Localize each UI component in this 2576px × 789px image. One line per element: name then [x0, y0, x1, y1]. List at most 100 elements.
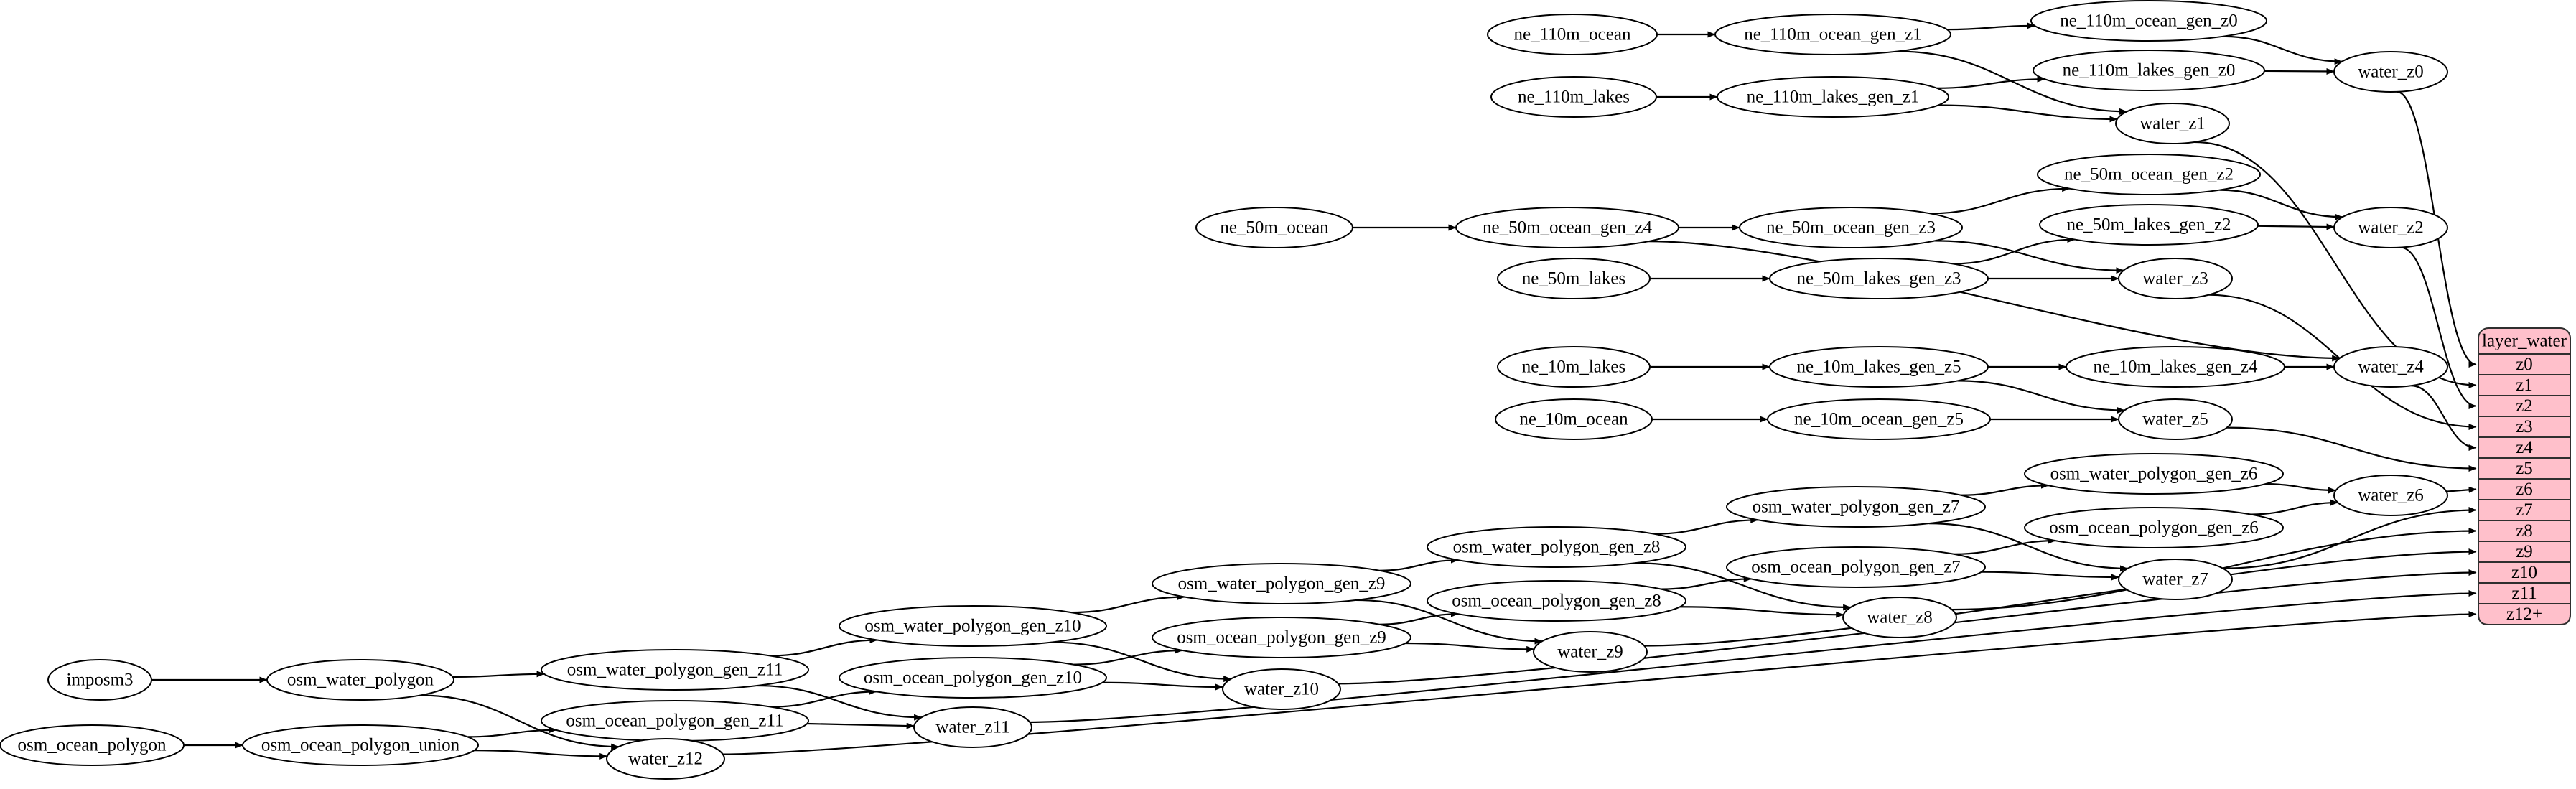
table-row[interactable]: [2478, 561, 2571, 584]
node-ne_10m_ocean_gen_z5[interactable]: ne_10m_ocean_gen_z5: [1767, 398, 1991, 440]
node-ne_50m_ocean_gen_z4[interactable]: ne_50m_ocean_gen_z4: [1455, 207, 1679, 248]
table-row-label: z12+: [2506, 604, 2542, 624]
node-osm_water_polygon_gen_z7[interactable]: osm_water_polygon_gen_z7: [1726, 486, 1986, 528]
node-ne_110m_lakes_gen_z0[interactable]: ne_110m_lakes_gen_z0: [2033, 50, 2265, 91]
node-osm_ocean_polygon_gen_z10[interactable]: osm_ocean_polygon_gen_z10: [839, 657, 1107, 699]
edge-ne_110m_ocean_gen_z0-to-water_z0: [2223, 35, 2343, 65]
table-header-label: layer_water: [2482, 332, 2567, 351]
table-row[interactable]: [2478, 478, 2571, 500]
node-imposm3[interactable]: imposm3: [47, 659, 152, 701]
table-row[interactable]: [2478, 374, 2571, 396]
node-label: water_z6: [2358, 486, 2424, 505]
node-ne_10m_ocean[interactable]: ne_10m_ocean: [1495, 398, 1653, 440]
node-ellipse: [1533, 631, 1648, 673]
table-row-label: z9: [2516, 542, 2533, 561]
node-water_z8[interactable]: water_z8: [1842, 597, 1957, 638]
node-ellipse: [1726, 486, 1986, 528]
node-ellipse: [1487, 14, 1658, 55]
node-water_z7[interactable]: water_z7: [2118, 559, 2233, 600]
node-ne_110m_lakes_gen_z1[interactable]: ne_110m_lakes_gen_z1: [1717, 76, 1949, 118]
node-label: osm_ocean_polygon_gen_z6: [2049, 518, 2259, 538]
node-osm_water_polygon_gen_z6[interactable]: osm_water_polygon_gen_z6: [2024, 453, 2284, 495]
table-row[interactable]: [2478, 395, 2571, 417]
node-ne_10m_lakes_gen_z4[interactable]: ne_10m_lakes_gen_z4: [2066, 346, 2285, 388]
node-label: osm_ocean_polygon: [18, 736, 167, 755]
edge-water_z4-to-layer_water-z4: [2411, 385, 2477, 451]
node-water_z5[interactable]: water_z5: [2118, 398, 2233, 440]
table-row[interactable]: [2478, 582, 2571, 604]
node-ne_50m_lakes_gen_z2[interactable]: ne_50m_lakes_gen_z2: [2039, 204, 2259, 246]
node-ne_50m_lakes[interactable]: ne_50m_lakes: [1497, 258, 1651, 299]
node-ne_50m_ocean_gen_z2[interactable]: ne_50m_ocean_gen_z2: [2037, 154, 2261, 195]
node-osm_ocean_polygon_gen_z8[interactable]: osm_ocean_polygon_gen_z8: [1427, 580, 1686, 622]
edge-ne_50m_lakes_gen_z2-to-water_z2: [2257, 223, 2335, 230]
node-label: ne_10m_lakes_gen_z5: [1796, 358, 1961, 377]
node-label: osm_water_polygon: [287, 671, 434, 690]
table-row[interactable]: [2478, 499, 2571, 521]
node-osm_ocean_polygon_gen_z6[interactable]: osm_ocean_polygon_gen_z6: [2024, 507, 2284, 548]
table-row[interactable]: [2478, 603, 2571, 625]
node-osm_water_polygon_gen_z8[interactable]: osm_water_polygon_gen_z8: [1427, 526, 1686, 568]
node-ne_110m_ocean_gen_z1[interactable]: ne_110m_ocean_gen_z1: [1714, 14, 1951, 55]
node-ne_110m_lakes[interactable]: ne_110m_lakes: [1490, 76, 1657, 118]
node-osm_water_polygon_gen_z10[interactable]: osm_water_polygon_gen_z10: [839, 605, 1107, 647]
edge-osm_ocean_polygon_gen_z10-to-osm_ocean_polygon_gen_z9: [1073, 647, 1183, 666]
node-ellipse: [242, 724, 479, 766]
node-ellipse: [1842, 597, 1957, 638]
node-ellipse: [2039, 204, 2259, 246]
node-label: osm_water_polygon_gen_z10: [864, 617, 1081, 636]
node-ellipse: [1714, 14, 1951, 55]
node-osm_water_polygon[interactable]: osm_water_polygon: [266, 659, 454, 701]
node-ne_50m_lakes_gen_z3[interactable]: ne_50m_lakes_gen_z3: [1769, 258, 1989, 299]
node-label: osm_ocean_polygon_gen_z11: [566, 711, 783, 731]
node-label: water_z8: [1867, 608, 1933, 627]
edge-osm_water_polygon_gen_z10-to-water_z10: [1052, 641, 1232, 683]
node-water_z10[interactable]: water_z10: [1222, 668, 1341, 710]
edge-osm_ocean_polygon_gen_z9-to-water_z9: [1405, 642, 1535, 653]
node-ellipse: [1222, 668, 1341, 710]
edge-water_z12-to-layer_water-z12+: [722, 611, 2477, 755]
edge-ne_50m_ocean_gen_z2-to-water_z2: [2219, 189, 2343, 220]
node-water_z0[interactable]: water_z0: [2333, 51, 2448, 93]
node-water_z4[interactable]: water_z4: [2333, 346, 2448, 388]
layer-water-table[interactable]: layer_waterz0z1z2z3z4z5z6z7z8z9z10z11z12…: [2478, 327, 2571, 625]
node-label: water_z2: [2358, 218, 2424, 238]
table-row-label: z1: [2516, 375, 2533, 395]
node-water_z9[interactable]: water_z9: [1533, 631, 1648, 673]
node-ne_110m_ocean[interactable]: ne_110m_ocean: [1487, 14, 1658, 55]
node-osm_ocean_polygon[interactable]: osm_ocean_polygon: [0, 724, 185, 766]
node-ne_50m_ocean[interactable]: ne_50m_ocean: [1195, 207, 1353, 248]
table-row[interactable]: [2478, 353, 2571, 375]
node-ne_10m_lakes_gen_z5[interactable]: ne_10m_lakes_gen_z5: [1769, 346, 1989, 388]
edge-osm_water_polygon_gen_z9-to-water_z9: [1355, 599, 1543, 645]
edge-ne_50m_lakes_gen_z3-to-ne_50m_lakes_gen_z2: [1953, 236, 2076, 265]
node-label: osm_ocean_polygon_union: [261, 736, 460, 755]
node-ne_10m_lakes[interactable]: ne_10m_lakes: [1497, 346, 1651, 388]
node-water_z2[interactable]: water_z2: [2333, 207, 2448, 248]
node-ne_110m_ocean_gen_z0[interactable]: ne_110m_ocean_gen_z0: [2030, 0, 2267, 42]
node-osm_ocean_polygon_gen_z7[interactable]: osm_ocean_polygon_gen_z7: [1726, 546, 1986, 588]
node-water_z11[interactable]: water_z11: [913, 706, 1032, 748]
edge-osm_ocean_polygon_gen_z11-to-osm_ocean_polygon_gen_z10: [771, 688, 877, 708]
edge-osm_water_polygon_gen_z7-to-osm_water_polygon_gen_z6: [1961, 482, 2049, 496]
table-row[interactable]: [2478, 436, 2571, 459]
node-ellipse: [2024, 453, 2284, 495]
node-osm_water_polygon_gen_z11[interactable]: osm_water_polygon_gen_z11: [541, 649, 809, 691]
node-osm_ocean_polygon_union[interactable]: osm_ocean_polygon_union: [242, 724, 479, 766]
node-ellipse: [266, 659, 454, 701]
node-water_z12[interactable]: water_z12: [606, 738, 725, 780]
node-osm_ocean_polygon_gen_z9[interactable]: osm_ocean_polygon_gen_z9: [1152, 617, 1411, 658]
table-row[interactable]: [2478, 457, 2571, 480]
node-ellipse: [1717, 76, 1949, 118]
node-ellipse: [2333, 207, 2448, 248]
node-osm_ocean_polygon_gen_z11[interactable]: osm_ocean_polygon_gen_z11: [541, 700, 809, 742]
node-osm_water_polygon_gen_z9[interactable]: osm_water_polygon_gen_z9: [1152, 563, 1411, 604]
node-ne_50m_ocean_gen_z3[interactable]: ne_50m_ocean_gen_z3: [1739, 207, 1963, 248]
table-row[interactable]: [2478, 520, 2571, 542]
node-label: water_z1: [2139, 114, 2206, 134]
node-water_z1[interactable]: water_z1: [2115, 103, 2230, 144]
node-water_z6[interactable]: water_z6: [2333, 475, 2448, 516]
node-water_z3[interactable]: water_z3: [2118, 258, 2233, 299]
node-ellipse: [839, 605, 1107, 647]
